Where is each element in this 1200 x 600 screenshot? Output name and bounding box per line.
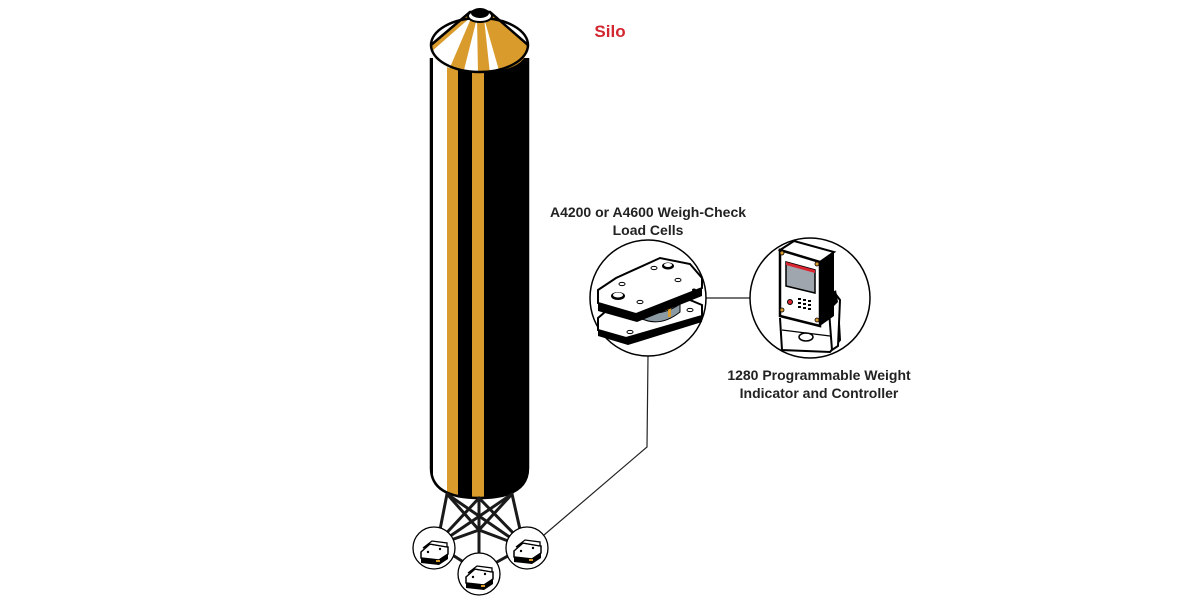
indicator-label-line2: Indicator and Controller <box>739 385 899 401</box>
indicator-label-line1: 1280 Programmable Weight <box>727 367 911 383</box>
foot-load-cell-right <box>505 526 549 570</box>
foot-load-cell-center <box>457 552 501 596</box>
load-cell-label-line2: Load Cells <box>612 222 684 238</box>
load-cell-label: A4200 or A4600 Weigh-Check Load Cells <box>530 203 766 239</box>
silo-illustration <box>412 8 549 596</box>
connector-lines <box>543 297 750 536</box>
indicator-label: 1280 Programmable Weight Indicator and C… <box>712 366 926 402</box>
indicator-detail <box>749 237 871 359</box>
load-cell-label-line1: A4200 or A4600 Weigh-Check <box>549 204 747 220</box>
silo-label-text: Silo <box>594 22 626 41</box>
silo-label: Silo <box>580 22 640 42</box>
foot-load-cell-left <box>412 526 456 570</box>
load-cell-detail <box>589 239 707 357</box>
